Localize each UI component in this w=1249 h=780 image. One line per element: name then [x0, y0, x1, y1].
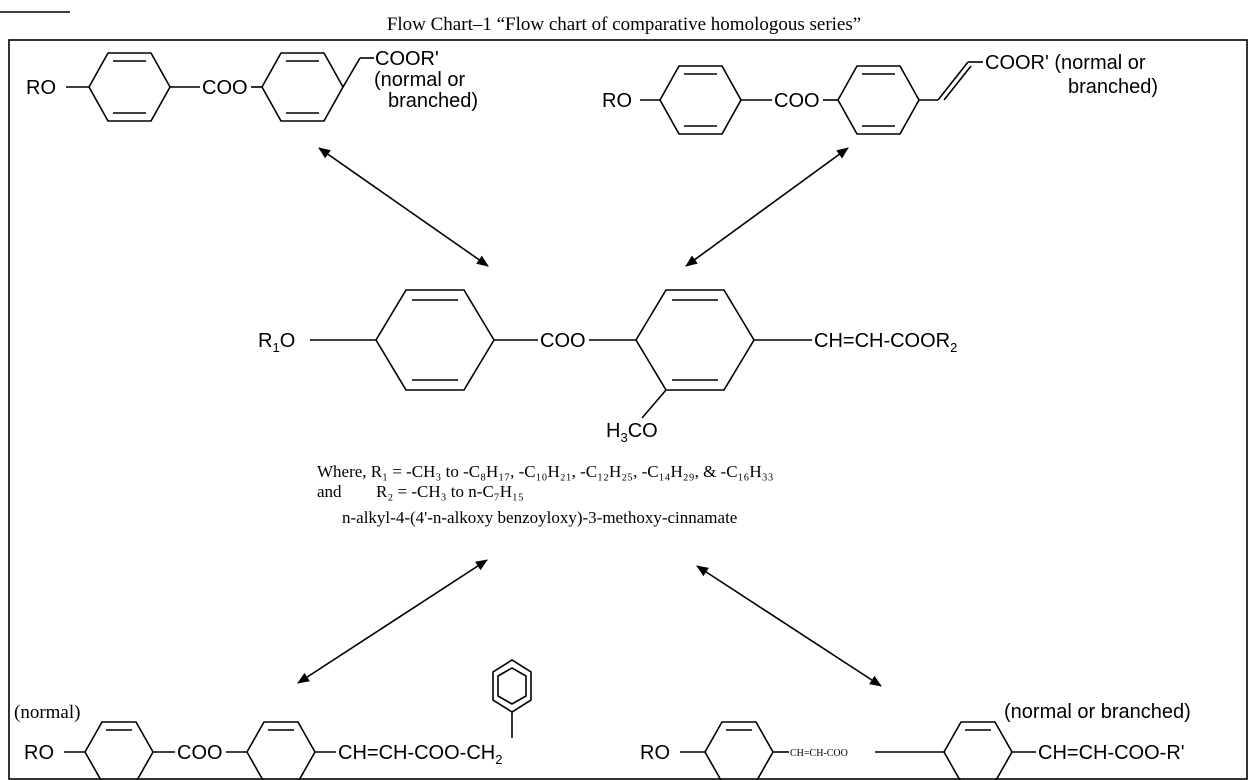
bottom-left-coo: COO	[177, 742, 223, 764]
structure-center: R1O COO CH=CH-COOR2 H3CO	[258, 289, 957, 445]
ring-benzyl	[492, 659, 532, 713]
center-coo: COO	[540, 330, 586, 352]
arrow-top-left	[318, 147, 489, 267]
structure-bottom-left: (normal) RO COO CH=CH-COO-CH2	[14, 659, 532, 780]
figure-caption: Flow Chart–1 “Flow chart of comparative …	[387, 14, 861, 35]
center-where-line-1: Where, R₁ = -CH₃ to -C₈H₁₇, -C₁₀H₂₁, -C₁…	[317, 462, 774, 481]
center-where-line-2: R₂ = -CH₃ to n-C₇H₁₅	[376, 482, 524, 501]
bottom-right-label: (normal or branched)	[1004, 701, 1191, 723]
ring-tr-2	[837, 65, 920, 135]
center-compound-name: n-alkyl-4-(4'-n-alkoxy benzoyloxy)-3-met…	[342, 508, 737, 527]
top-left-note-2: branched)	[388, 90, 478, 112]
bottom-right-chain: CH=CH-COO-R'	[1038, 742, 1185, 764]
structure-top-left: RO COO COOR' (normal or branched)	[26, 48, 478, 122]
bottom-right-ro: RO	[640, 742, 670, 764]
top-right-coo: COO	[774, 90, 820, 112]
structure-bottom-right: (normal or branched) RO CH=CH-COO CH=CH-…	[640, 701, 1191, 780]
top-right-ro: RO	[602, 90, 632, 112]
bottom-left-label: (normal)	[14, 702, 80, 723]
center-chain: CH=CH-COOR2	[814, 330, 957, 355]
center-r1o: R1O	[258, 330, 295, 355]
top-right-coor: COOR' (normal or	[985, 52, 1146, 74]
arrow-top-right	[685, 147, 849, 267]
top-left-note-1: (normal or	[374, 69, 465, 91]
bottom-right-linker: CH=CH-COO	[790, 748, 848, 759]
ring-center-1	[375, 289, 495, 391]
ring-tl-1	[88, 52, 171, 122]
arrow-bottom-left	[297, 559, 488, 684]
center-methoxy: H3CO	[606, 420, 658, 445]
top-left-coor: COOR'	[375, 48, 439, 70]
arrows	[297, 147, 882, 687]
arrow-bottom-right	[696, 565, 882, 687]
ring-tl-2	[261, 52, 344, 122]
top-left-ro: RO	[26, 77, 56, 99]
top-left-coo: COO	[202, 77, 248, 99]
ring-center-2	[635, 289, 755, 391]
top-right-note: branched)	[1068, 76, 1158, 98]
bottom-left-chain: CH=CH-COO-CH2	[338, 742, 502, 767]
ring-tr-1	[659, 65, 742, 135]
center-where-line-2-and: and	[317, 482, 342, 501]
structure-top-right: RO COO COOR' (normal or branched)	[602, 52, 1158, 135]
bottom-left-ro: RO	[24, 742, 54, 764]
figure-frame	[8, 39, 1248, 780]
